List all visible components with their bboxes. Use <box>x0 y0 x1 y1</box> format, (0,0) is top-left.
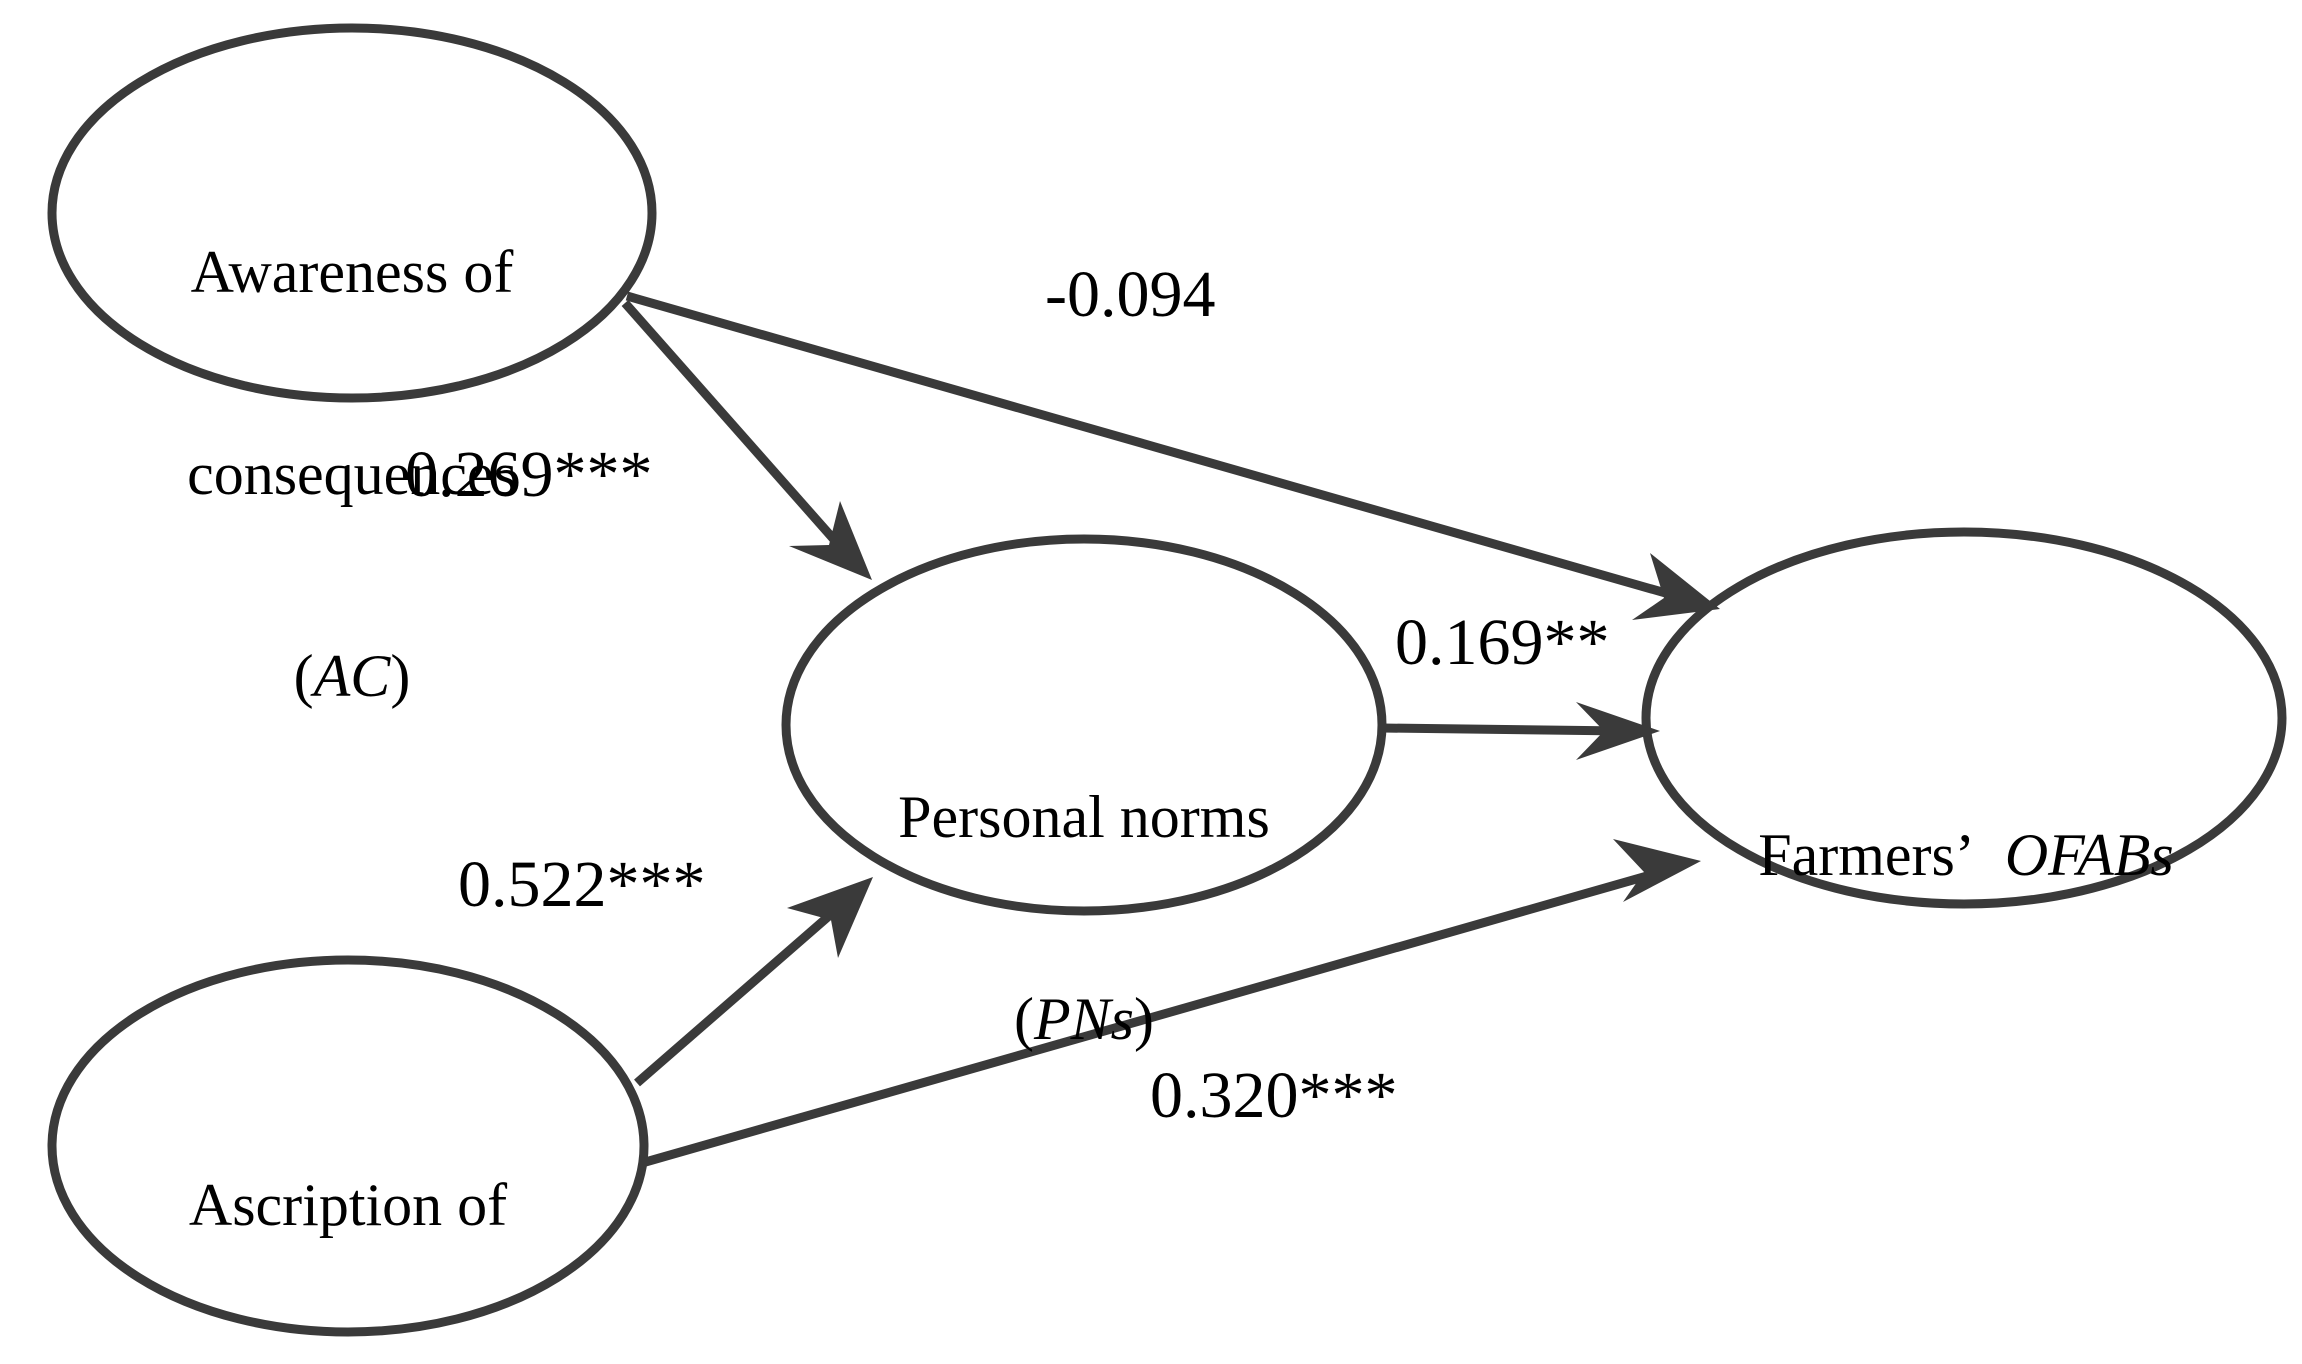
node-ellipse-farmers-ofabs[interactable] <box>1641 527 2287 909</box>
coefficient-ar-to-pns: 0.522*** <box>458 848 706 921</box>
arrowhead-pns-to-ofabs <box>1576 702 1660 760</box>
arrowhead-ac-to-pns <box>789 501 872 580</box>
arrowhead-ar-to-ofabs <box>1613 839 1701 902</box>
node-ellipse-awareness-of-consequences[interactable] <box>47 23 657 403</box>
edge-ac-to-ofabs[interactable] <box>625 291 1720 620</box>
arrowhead-ac-to-ofabs <box>1632 553 1720 620</box>
coefficient-ac-to-pns: 0.269*** <box>405 438 653 511</box>
node-ellipse-personal-norms[interactable] <box>781 534 1387 916</box>
coefficient-ar-to-ofabs: 0.320*** <box>1150 1059 1398 1132</box>
arrowhead-ar-to-pns <box>787 877 873 958</box>
edge-ac-to-pns[interactable] <box>621 300 872 580</box>
node-ellipse-ascription-of-responsibility[interactable] <box>47 955 649 1337</box>
edge-pns-to-ofabs[interactable] <box>1381 702 1660 760</box>
coefficient-pns-to-ofabs: 0.169** <box>1395 606 1610 679</box>
edge-ar-to-pns[interactable] <box>634 877 873 1087</box>
edge-ar-to-ofabs[interactable] <box>640 839 1701 1168</box>
coefficient-ac-to-ofabs: -0.094 <box>1045 258 1216 331</box>
